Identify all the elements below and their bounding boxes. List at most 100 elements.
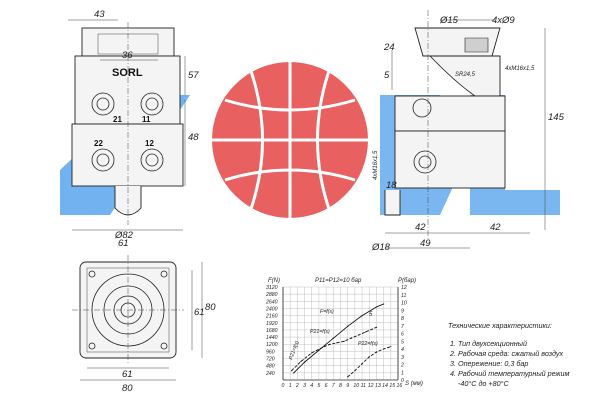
chart-point xyxy=(303,361,306,363)
curve-label-p22: P22=f(s) xyxy=(358,341,378,347)
chart-x-tick: 15 xyxy=(389,383,395,389)
chart-point xyxy=(291,370,293,372)
chart-point xyxy=(365,331,367,333)
dim-height-80: 80 xyxy=(205,302,216,313)
dim-49: 49 xyxy=(420,238,431,249)
curve-label-f: F=f(s) xyxy=(320,309,334,315)
chart-y-right-tick: 5 xyxy=(401,339,404,345)
chart-y-right-tick: 7 xyxy=(401,324,405,330)
dim-height-61: 61 xyxy=(194,307,205,318)
chart-y-right-tick: 9 xyxy=(401,308,404,314)
chart-point xyxy=(375,306,378,308)
chart-x-tick: 11 xyxy=(361,383,366,389)
dim-width-bottom: 61 xyxy=(118,238,129,249)
chart-x-tick: 10 xyxy=(353,383,359,389)
chart-y-left-tick: 480 xyxy=(266,364,275,370)
chart-point xyxy=(318,349,320,351)
dim-radius: SR24,5 xyxy=(455,72,476,78)
specs-heading: Технические характеристики: xyxy=(448,321,552,330)
chart-point xyxy=(347,376,349,378)
chart-title: P11=P12=10 бар xyxy=(315,278,362,284)
spec-item-5: -40°С до +80°С xyxy=(458,379,509,388)
chart-y-right-tick: 3 xyxy=(401,355,404,361)
chart-x-tick: 7 xyxy=(332,383,336,389)
chart-y-left-tick: 1440 xyxy=(266,335,278,341)
chart-y-left-tick: 720 xyxy=(266,357,275,363)
chart-x-tick: 5 xyxy=(317,383,320,389)
chart-y-right-tick: 4 xyxy=(401,347,404,353)
chart-y-right-tick: 12 xyxy=(401,285,407,291)
dim-h24: 24 xyxy=(383,42,395,53)
chart-point xyxy=(343,340,345,342)
chart-point xyxy=(347,325,349,327)
chart-point xyxy=(311,352,313,354)
spec-item-2: 2. Рабочая среда: сжатый воздух xyxy=(449,349,564,358)
chart-xlabel: S (мм) xyxy=(405,381,423,387)
chart-y-right-tick: 11 xyxy=(401,293,406,299)
port-label-21: 21 xyxy=(113,115,122,124)
chart-x-tick: 12 xyxy=(368,383,374,389)
chart-y-left-tick: 2880 xyxy=(265,292,278,298)
thread-label-front: 4xM16x1,5 xyxy=(373,150,379,180)
chart-point xyxy=(368,356,370,358)
chart-y-right-tick: 1 xyxy=(401,370,404,376)
chart-y-right-tick: 8 xyxy=(401,316,404,322)
dim-42b: 42 xyxy=(490,222,501,233)
chart-y-left-tick: 2160 xyxy=(265,314,278,320)
chart-y-left-tick: 1680 xyxy=(266,328,278,334)
chart-point xyxy=(383,303,385,305)
chart-y-right-tick: 10 xyxy=(401,301,407,307)
dim-diameter-top: Ø15 xyxy=(439,15,459,26)
chart-y-right-tick: 0 xyxy=(401,378,404,384)
side-view: Ø15 4xØ9 24 5 SR24,5 4xM16x1,5 145 18 42… xyxy=(371,10,565,253)
dim-h5: 5 xyxy=(384,70,390,81)
chart-y-left-tick: 3120 xyxy=(266,285,278,291)
chart-point xyxy=(361,363,363,365)
curve-label-p21: P21=f(s) xyxy=(310,329,330,335)
specs-block: Технические характеристики: 1. Тип двухс… xyxy=(448,321,570,388)
dim-18: 18 xyxy=(386,180,397,191)
chart-ylabel-right: P(бар) xyxy=(398,278,416,284)
chart-x-tick: 4 xyxy=(310,383,313,389)
chart-series xyxy=(291,303,392,378)
chart-x-tick: 2 xyxy=(295,383,299,389)
spec-item-3: 3. Опережение: 0,3 бар xyxy=(450,359,528,368)
chart-x-tick: 9 xyxy=(346,383,349,389)
chart-y-left-tick: 1920 xyxy=(266,321,278,327)
chart-point xyxy=(336,342,338,344)
spec-item-4: 4. Рабочий температурный режим xyxy=(450,369,570,378)
dim-diameter-bottom: Ø82 xyxy=(114,230,134,241)
chart-point xyxy=(300,360,302,362)
port-label-11: 11 xyxy=(142,115,151,124)
chart-x-tick: 1 xyxy=(289,383,292,389)
chart-y-left-tick: 2640 xyxy=(265,299,278,305)
chart-point xyxy=(390,346,392,348)
dim-inner: 36 xyxy=(122,50,133,61)
chart-x-tick: 14 xyxy=(382,383,388,389)
port-label-22: 22 xyxy=(94,139,103,148)
chart-grid xyxy=(282,286,399,380)
chart-point xyxy=(332,337,334,339)
chart-x-tick: 16 xyxy=(397,383,403,389)
chart-x-tick: 13 xyxy=(375,383,381,389)
chart-point xyxy=(361,315,363,317)
chart-y-left-tick: 960 xyxy=(266,349,275,355)
chart-point xyxy=(357,334,360,336)
chart-point xyxy=(375,326,378,328)
chart-y-right-tick: 6 xyxy=(401,332,404,338)
dim-42a: 42 xyxy=(415,222,426,233)
chart-point xyxy=(321,346,324,349)
spec-item-1: 1. Тип двухсекционный xyxy=(450,339,527,348)
front-view: SORL 21 11 22 12 43 36 57 48 Ø82 xyxy=(68,9,199,241)
dim-diameter-pipe: Ø18 xyxy=(371,242,391,253)
chart-annotation: 5 xyxy=(369,312,373,318)
chart-ylabel-left: F(N) xyxy=(268,278,280,284)
dim-height-total: 145 xyxy=(548,112,565,123)
chart-y-right-tick: 2 xyxy=(400,363,404,369)
chart-y-left-tick: 2400 xyxy=(265,306,278,312)
chart-x-tick: 6 xyxy=(325,383,328,389)
chart-point xyxy=(329,343,331,345)
